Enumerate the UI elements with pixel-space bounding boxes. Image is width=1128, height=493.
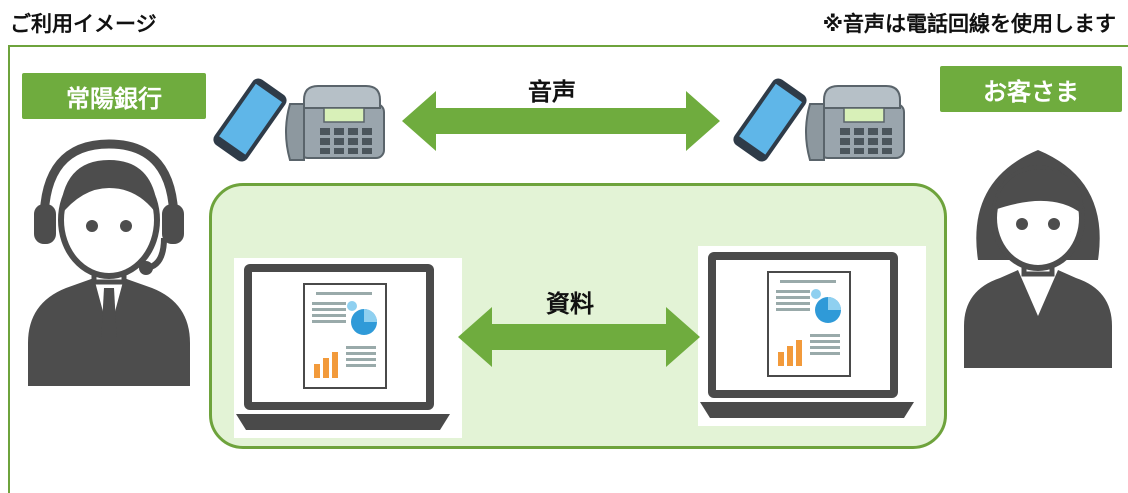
bank-phones-icon — [213, 78, 385, 162]
documents-double-arrow — [458, 307, 700, 367]
operator-icon — [28, 139, 190, 386]
customer-label: お客さま — [940, 66, 1122, 112]
bank-laptop-icon — [234, 258, 462, 438]
page-title: ご利用イメージ — [10, 12, 157, 36]
customer-phones-icon — [733, 78, 905, 162]
voice-double-arrow — [402, 91, 720, 151]
diagram-frame — [8, 45, 1128, 493]
voice-label: 音声 — [528, 78, 576, 106]
customer-icon — [964, 150, 1112, 368]
voice-line-note: ※音声は電話回線を使用します — [822, 12, 1116, 36]
documents-label: 資料 — [546, 290, 594, 318]
customer-laptop-icon — [698, 246, 926, 426]
bank-label: 常陽銀行 — [22, 73, 206, 119]
